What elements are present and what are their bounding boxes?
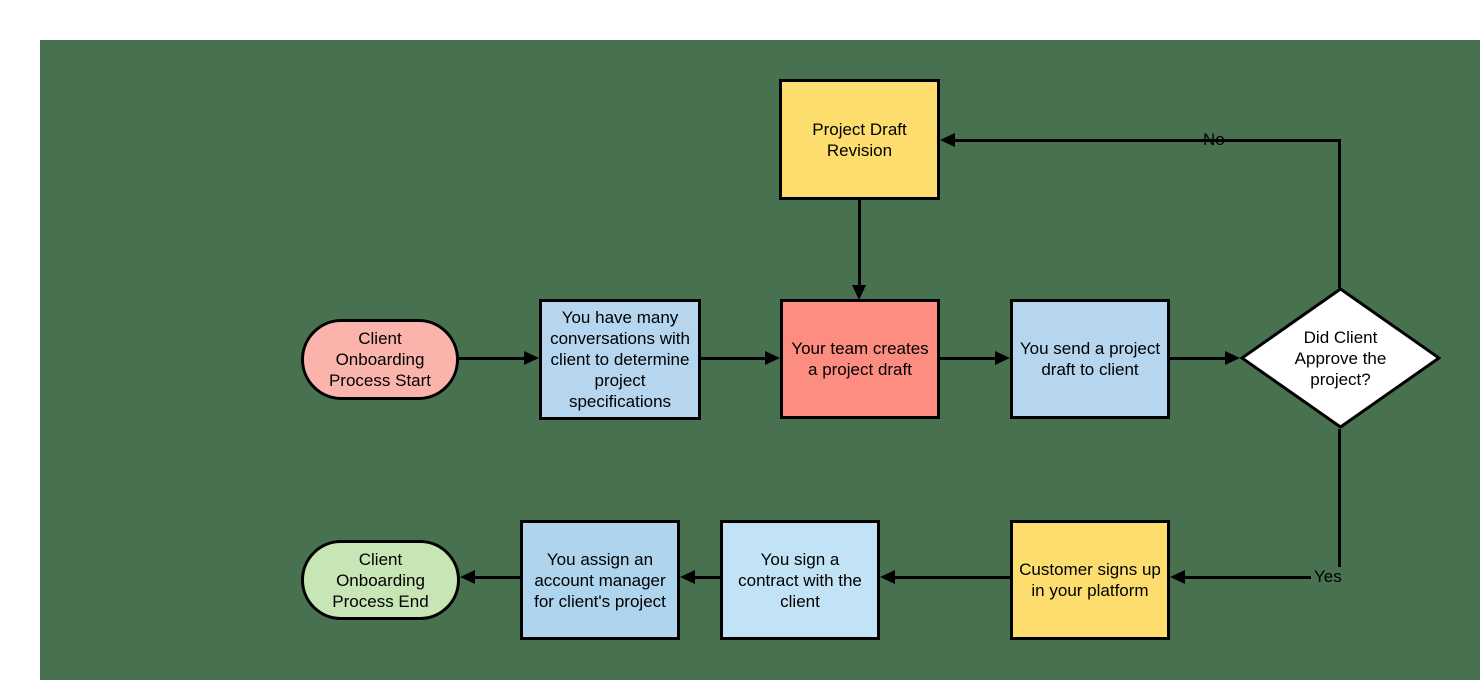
node-end-label: Client Onboarding Process End	[332, 549, 429, 611]
edge-label-no: No	[1203, 130, 1225, 149]
node-team-creates-draft: Your team creates a project draft	[780, 299, 940, 419]
node-customer-signup: Customer signs up in your platform	[1010, 520, 1170, 640]
arrowhead-into-sign-contract	[880, 570, 895, 584]
edge-signcontract-assign	[694, 576, 720, 579]
edge-yes-horizontal	[1184, 576, 1311, 579]
edge-label-yes: Yes	[1314, 567, 1342, 586]
node-end-terminator: Client Onboarding Process End	[301, 540, 460, 620]
arrowhead-into-decision	[1225, 351, 1240, 365]
arrowhead-into-team-creates	[765, 351, 780, 365]
node-send-draft: You send a project draft to client	[1010, 299, 1170, 419]
node-customer-signup-label: Customer signs up in your platform	[1019, 560, 1161, 600]
arrowhead-into-send-draft	[995, 351, 1010, 365]
arrowhead-into-assign-manager	[680, 570, 695, 584]
edge-no-vertical	[1338, 140, 1341, 288]
edge-yes-vertical	[1338, 429, 1341, 567]
edge-no-horizontal	[953, 139, 1341, 142]
arrowhead-into-customer-signup	[1170, 570, 1185, 584]
edge-conversations-team	[701, 357, 767, 360]
edge-customer-signcontract	[894, 576, 1010, 579]
edge-send-decision	[1170, 357, 1227, 360]
node-start-label: Client Onboarding Process Start	[328, 329, 432, 390]
node-project-draft-revision: Project Draft Revision	[779, 79, 940, 200]
node-start-terminator: Client Onboarding Process Start	[301, 319, 459, 400]
node-revision-label: Project Draft Revision	[812, 119, 907, 160]
arrowhead-into-conversations	[524, 351, 539, 365]
node-sign-contract-label: You sign a contract with the client	[738, 549, 862, 611]
arrowhead-into-end	[460, 570, 475, 584]
decision-diamond-shape	[1240, 287, 1441, 429]
edge-revision-team	[858, 200, 861, 286]
node-sign-contract: You sign a contract with the client	[720, 520, 880, 640]
arrowhead-into-revision	[940, 133, 955, 147]
node-assign-manager-label: You assign an account manager for client…	[534, 549, 666, 611]
node-conversations-process: You have many conversations with client …	[539, 299, 701, 420]
node-assign-account-manager: You assign an account manager for client…	[520, 520, 680, 640]
node-decision-label: Did Client Approve the project?	[1294, 327, 1387, 389]
node-team-creates-label: Your team creates a project draft	[791, 339, 929, 379]
edge-team-send	[940, 357, 997, 360]
edge-start-conversations	[459, 357, 526, 360]
edge-assign-end	[474, 576, 520, 579]
arrowhead-into-team-from-revision	[852, 285, 866, 300]
node-send-draft-label: You send a project draft to client	[1019, 339, 1161, 379]
node-decision-diamond: Did Client Approve the project?	[1240, 287, 1441, 429]
node-conversations-label: You have many conversations with client …	[550, 308, 690, 411]
